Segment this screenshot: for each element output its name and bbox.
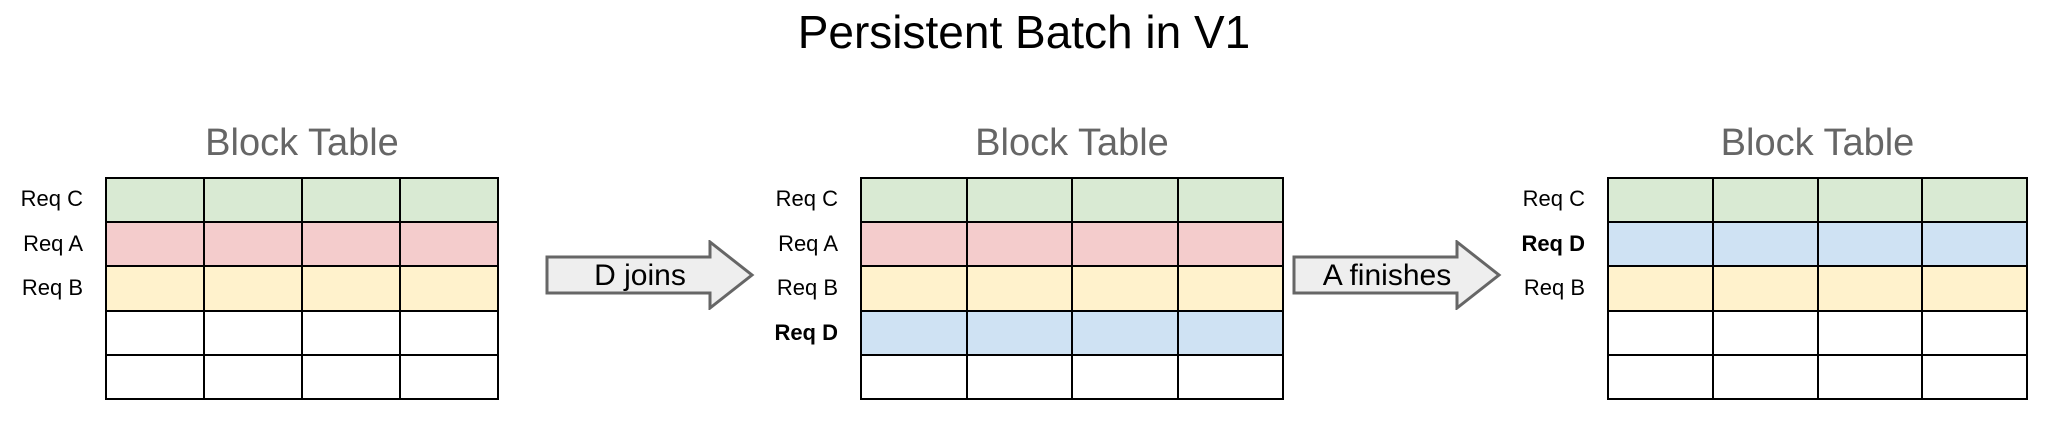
table-cell	[1072, 266, 1178, 311]
row-label: Req D	[1521, 230, 1585, 256]
table-cell	[302, 222, 400, 267]
table-cell	[1072, 354, 1178, 399]
row-label	[0, 355, 105, 400]
table-cell	[1817, 354, 1923, 399]
table-cell	[204, 178, 302, 223]
table-cell	[1608, 178, 1713, 223]
table-cell	[204, 222, 302, 267]
table-cell	[1177, 178, 1283, 223]
table-cell	[106, 354, 204, 399]
table-cell	[1922, 354, 2027, 399]
table-cell	[400, 310, 498, 355]
d-joins-arrow: D joins	[545, 240, 755, 310]
table-cell	[302, 354, 400, 399]
table-cell	[302, 266, 400, 311]
row-label	[740, 355, 860, 400]
table-cell	[1072, 222, 1178, 267]
table-cell	[106, 222, 204, 267]
block-table-panel-after-d-joins: Block Table Req C Req A Req B Req D	[740, 119, 1284, 400]
arrow-shape	[545, 240, 755, 310]
arrow-label: D joins	[594, 259, 686, 292]
table-cell	[400, 354, 498, 399]
table-cell	[1177, 310, 1283, 355]
row-label: Req B	[21, 275, 83, 301]
row-labels-column: Req C Req A Req B	[0, 177, 105, 400]
table-cell	[1608, 354, 1713, 399]
table-cell	[106, 310, 204, 355]
table-cell	[400, 178, 498, 223]
table-cell	[302, 310, 400, 355]
table-cell	[861, 222, 967, 267]
a-finishes-arrow: A finishes	[1292, 240, 1502, 310]
table-cell	[1922, 222, 2027, 267]
block-table-grid	[105, 177, 499, 400]
table-cell	[1608, 266, 1713, 311]
row-label	[1480, 355, 1607, 400]
table-cell	[1922, 266, 2027, 311]
arrow-label: A finishes	[1323, 259, 1451, 292]
block-table-panel-initial: Block Table Req C Req A Req B	[0, 119, 499, 400]
table-cell	[1177, 354, 1283, 399]
table-cell	[966, 266, 1072, 311]
table-cell	[966, 178, 1072, 223]
row-label: Req B	[1523, 275, 1585, 301]
table-cell	[302, 178, 400, 223]
table-cell	[966, 354, 1072, 399]
block-table-body: Req C Req D Req B	[1480, 177, 2028, 400]
row-label: Req C	[20, 186, 83, 212]
table-cell	[1817, 222, 1923, 267]
row-label: Req D	[774, 320, 838, 346]
block-table-body: Req C Req A Req B	[0, 177, 499, 400]
arrow-shape	[1292, 240, 1502, 310]
row-label: Req A	[23, 230, 83, 256]
row-label: Req A	[778, 230, 838, 256]
table-cell	[1922, 310, 2027, 355]
table-cell	[1177, 266, 1283, 311]
row-labels-column: Req C Req D Req B	[1480, 177, 1607, 400]
block-table-title: Block Table	[975, 122, 1169, 164]
table-cell	[861, 266, 967, 311]
table-cell	[1177, 222, 1283, 267]
table-cell	[1608, 310, 1713, 355]
table-cell	[861, 178, 967, 223]
row-label	[0, 311, 105, 356]
block-table-body: Req C Req A Req B Req D	[740, 177, 1284, 400]
table-cell	[1712, 266, 1818, 311]
table-cell	[1712, 222, 1818, 267]
block-table-title: Block Table	[1720, 122, 1915, 164]
table-cell	[1817, 266, 1923, 311]
table-cell	[1817, 310, 1923, 355]
table-cell	[204, 354, 302, 399]
row-label: Req C	[775, 186, 838, 212]
row-label: Req C	[1522, 186, 1585, 212]
table-cell	[106, 178, 204, 223]
table-cell	[1712, 178, 1818, 223]
table-cell	[400, 266, 498, 311]
row-label	[1480, 311, 1607, 356]
table-cell	[861, 310, 967, 355]
table-cell	[861, 354, 967, 399]
table-cell	[1072, 178, 1178, 223]
table-cell	[1922, 178, 2027, 223]
table-cell	[1712, 310, 1818, 355]
block-table-panel-after-a-finishes: Block Table Req C Req D Req B	[1480, 119, 2028, 400]
row-labels-column: Req C Req A Req B Req D	[740, 177, 860, 400]
table-cell	[400, 222, 498, 267]
table-cell	[204, 266, 302, 311]
page-title: Persistent Batch in V1	[797, 6, 1251, 58]
table-cell	[966, 310, 1072, 355]
table-cell	[204, 310, 302, 355]
table-cell	[1608, 222, 1713, 267]
table-cell	[966, 222, 1072, 267]
block-table-grid	[860, 177, 1284, 400]
table-cell	[1712, 354, 1818, 399]
row-label: Req B	[776, 275, 838, 301]
block-table-title: Block Table	[205, 122, 399, 164]
table-cell	[106, 266, 204, 311]
table-cell	[1072, 310, 1178, 355]
table-cell	[1817, 178, 1923, 223]
block-table-grid	[1607, 177, 2028, 400]
